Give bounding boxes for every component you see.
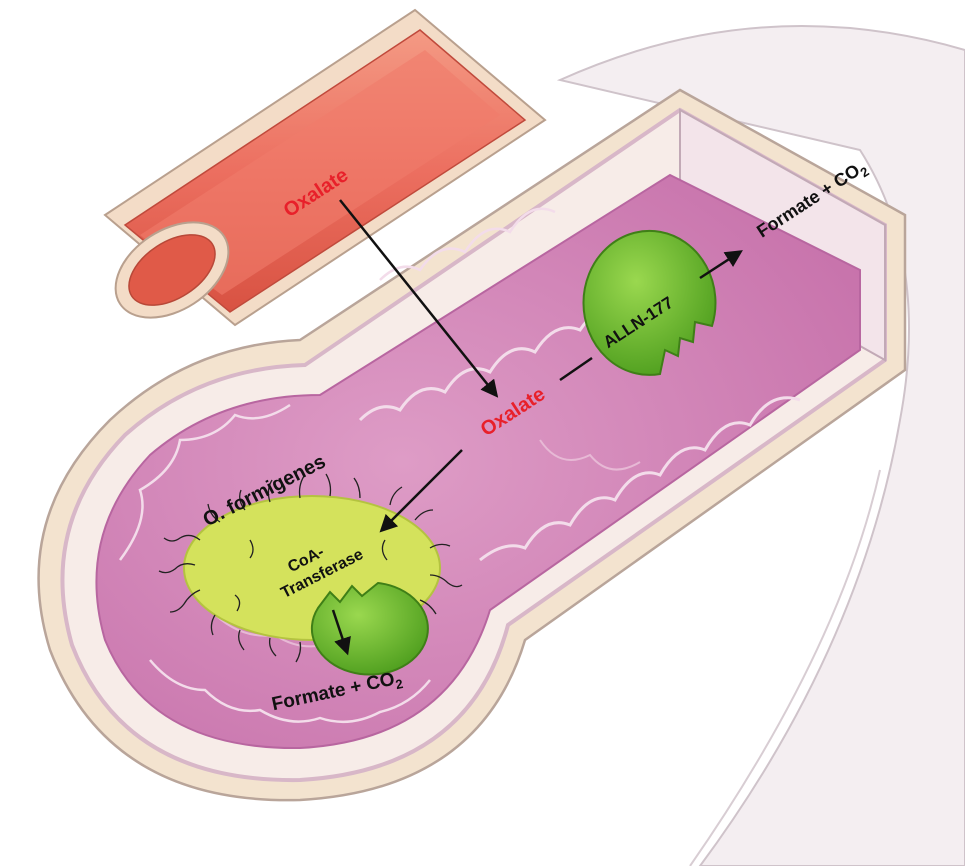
arrow-coa-to-formate	[331, 609, 351, 656]
arrow-blood-to-gut	[339, 199, 499, 398]
body-outline	[556, 25, 965, 866]
coa-transferase-enzyme	[310, 581, 429, 676]
blood-vessel	[103, 8, 547, 327]
alln-177-enzyme	[582, 229, 717, 376]
arrow-oxalate-to-alln	[559, 356, 593, 382]
arrow-alln-to-formate	[699, 250, 743, 280]
arrow-oxalate-to-bacterium	[379, 449, 463, 533]
formate-bottom-subscript: 2	[394, 676, 404, 692]
arrows	[331, 199, 743, 656]
